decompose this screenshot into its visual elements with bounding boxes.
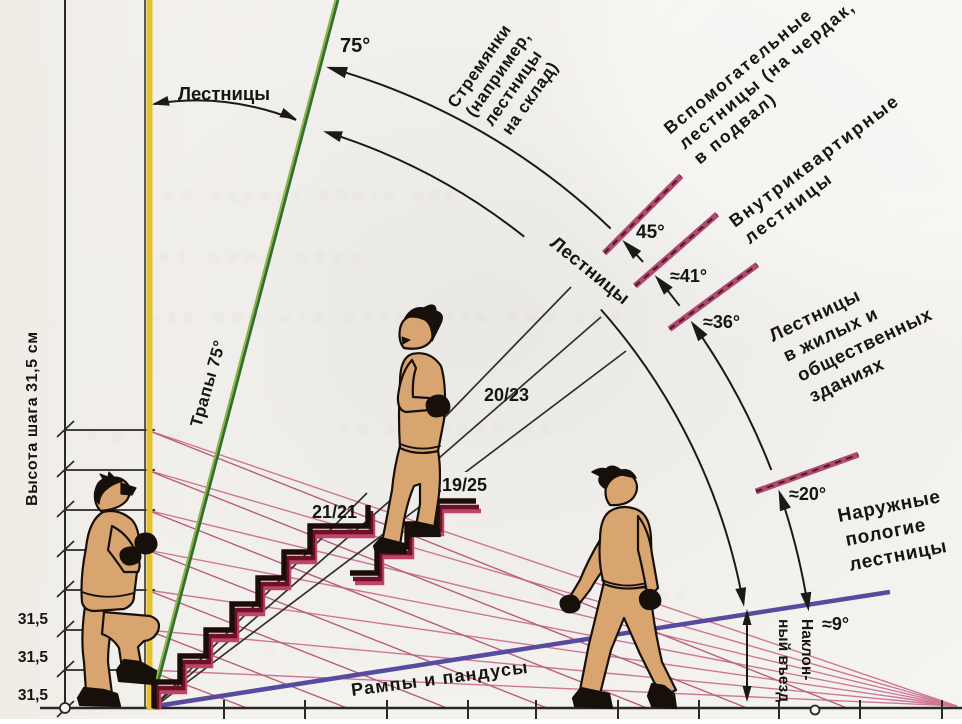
svg-text:45°: 45° — [636, 222, 665, 243]
svg-text:≈41°: ≈41° — [670, 266, 707, 286]
svg-text:19/25: 19/25 — [442, 475, 487, 495]
svg-text:ный въезд: ный въезд — [775, 619, 792, 702]
svg-text:31,5: 31,5 — [18, 687, 49, 704]
svg-text:≈20°: ≈20° — [789, 484, 826, 504]
svg-text:Высота шага 31,5 см: Высота шага 31,5 см — [24, 331, 41, 506]
svg-text:Лестницы: Лестницы — [178, 83, 270, 104]
svg-text:20/23: 20/23 — [484, 385, 529, 405]
svg-text:31,5: 31,5 — [18, 611, 49, 628]
svg-text:Наклон-: Наклон- — [798, 619, 815, 680]
svg-text:21/21: 21/21 — [312, 502, 357, 522]
svg-text:≈9°: ≈9° — [822, 614, 849, 634]
svg-text:нч высприн не: нч высприн не — [340, 419, 550, 438]
svg-text:≈36°: ≈36° — [703, 312, 740, 332]
svg-text:31,5: 31,5 — [18, 649, 49, 666]
svg-text:75°: 75° — [340, 35, 370, 57]
